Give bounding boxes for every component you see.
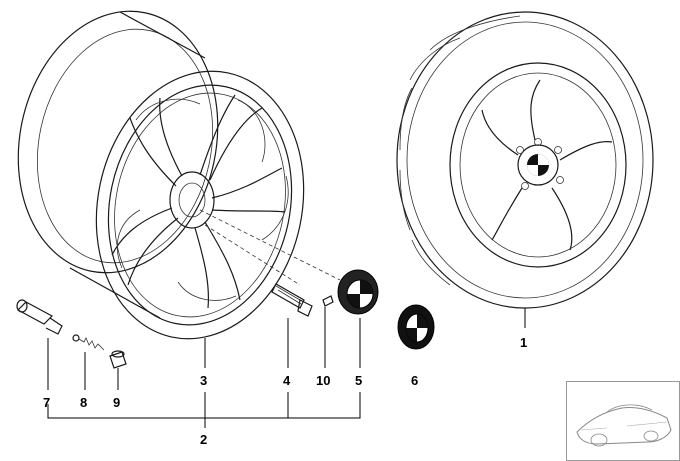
complete-wheel-illustration: [396, 11, 654, 309]
callout-7: 7: [43, 395, 50, 410]
valve-cap-illustration: [109, 350, 127, 369]
callout-3: 3: [200, 373, 207, 388]
callout-6: 6: [411, 373, 418, 388]
callout-4: 4: [283, 373, 291, 388]
valve-core-illustration: [72, 334, 105, 351]
assembly-axis-lines: [199, 209, 341, 286]
leader-lines: [47, 307, 526, 428]
callout-5: 5: [355, 373, 362, 388]
callout-9: 9: [113, 395, 120, 410]
emblem-illustration: [397, 304, 435, 350]
car-icon: [576, 404, 672, 447]
callout-10: 10: [316, 373, 330, 388]
callout-2: 2: [200, 432, 207, 447]
valve-illustration: [16, 299, 63, 335]
vehicle-thumbnail: [566, 381, 680, 461]
callout-1: 1: [520, 335, 527, 350]
callout-8: 8: [80, 395, 87, 410]
hub-cap-illustration: [337, 269, 379, 315]
rim-illustration: [17, 10, 305, 340]
clip-illustration: [322, 295, 334, 307]
wheel-bolt-illustration: [271, 283, 313, 317]
